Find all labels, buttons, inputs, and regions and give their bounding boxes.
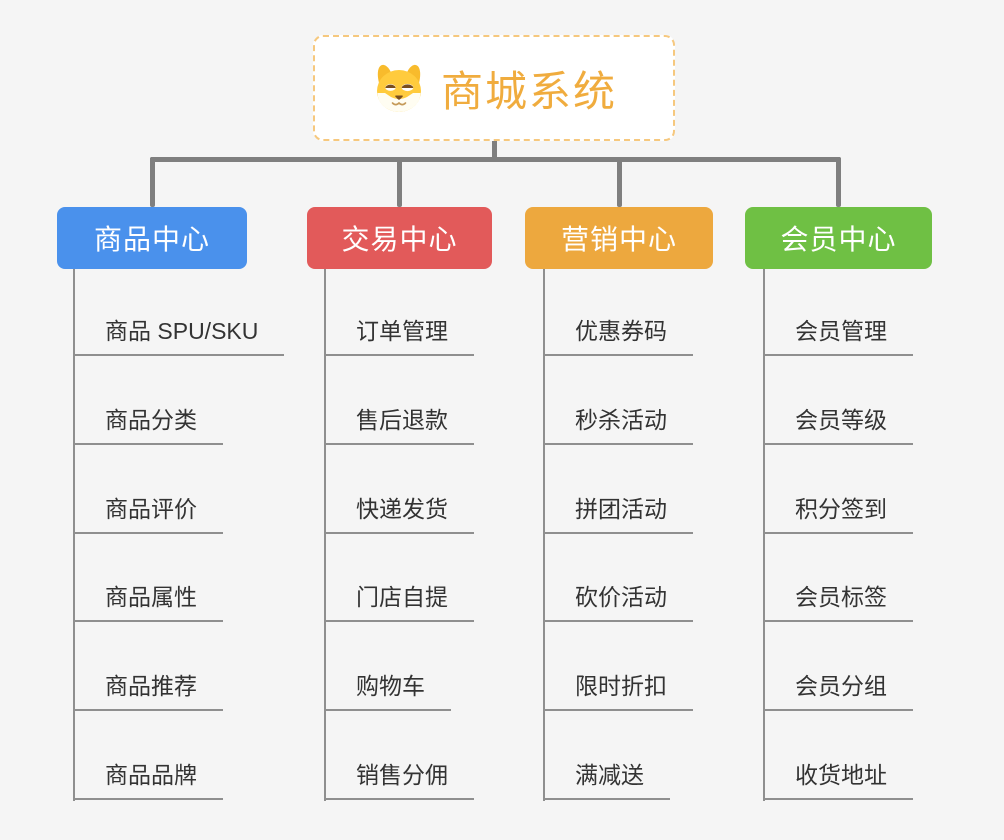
branch-bus-connector — [150, 157, 841, 162]
leaf-spine-member-center — [763, 269, 765, 801]
drop-connector-marketing-center — [616, 157, 622, 207]
leaf-spine-product-center — [73, 269, 75, 801]
leaf-item[interactable]: 砍价活动 — [543, 580, 693, 622]
leaf-item[interactable]: 商品推荐 — [73, 669, 223, 711]
root-node[interactable]: 商城系统 — [313, 35, 675, 141]
leaf-item[interactable]: 商品属性 — [73, 580, 223, 622]
branch-node-trade-center[interactable]: 交易中心 — [307, 207, 492, 269]
leaf-item[interactable]: 会员分组 — [763, 669, 913, 711]
drop-connector-trade-center — [397, 157, 402, 207]
leaf-item[interactable]: 商品评价 — [73, 492, 223, 534]
leaf-item[interactable]: 商品分类 — [73, 403, 223, 445]
leaf-item[interactable]: 会员管理 — [763, 314, 913, 356]
leaf-item[interactable]: 售后退款 — [324, 403, 474, 445]
branch-node-product-center[interactable]: 商品中心 — [57, 207, 247, 269]
leaf-item[interactable]: 商品品牌 — [73, 758, 223, 800]
branch-node-marketing-center[interactable]: 营销中心 — [525, 207, 713, 269]
leaf-item[interactable]: 快递发货 — [324, 492, 474, 534]
drop-connector-product-center — [149, 157, 155, 207]
root-stem-connector — [492, 139, 497, 162]
leaf-item[interactable]: 拼团活动 — [543, 492, 693, 534]
root-title: 商城系统 — [440, 67, 617, 115]
leaf-item[interactable]: 限时折扣 — [543, 669, 693, 711]
leaf-item[interactable]: 收货地址 — [763, 758, 913, 800]
leaf-item[interactable]: 优惠券码 — [543, 314, 693, 356]
leaf-item[interactable]: 商品 SPU/SKU — [73, 314, 285, 356]
branch-node-member-center[interactable]: 会员中心 — [745, 207, 932, 269]
drop-connector-member-center — [836, 157, 841, 207]
leaf-item[interactable]: 秒杀活动 — [543, 403, 693, 445]
leaf-spine-trade-center — [324, 269, 326, 801]
leaf-item[interactable]: 积分签到 — [763, 492, 913, 534]
leaf-item[interactable]: 销售分佣 — [324, 758, 474, 800]
leaf-item[interactable]: 会员标签 — [763, 580, 913, 622]
shiba-dog-icon — [376, 64, 421, 112]
leaf-item[interactable]: 购物车 — [324, 669, 451, 711]
leaf-item[interactable]: 门店自提 — [324, 580, 474, 622]
leaf-item[interactable]: 满减送 — [543, 758, 670, 800]
leaf-spine-marketing-center — [543, 269, 545, 801]
leaf-item[interactable]: 会员等级 — [763, 403, 913, 445]
leaf-item[interactable]: 订单管理 — [324, 314, 474, 356]
